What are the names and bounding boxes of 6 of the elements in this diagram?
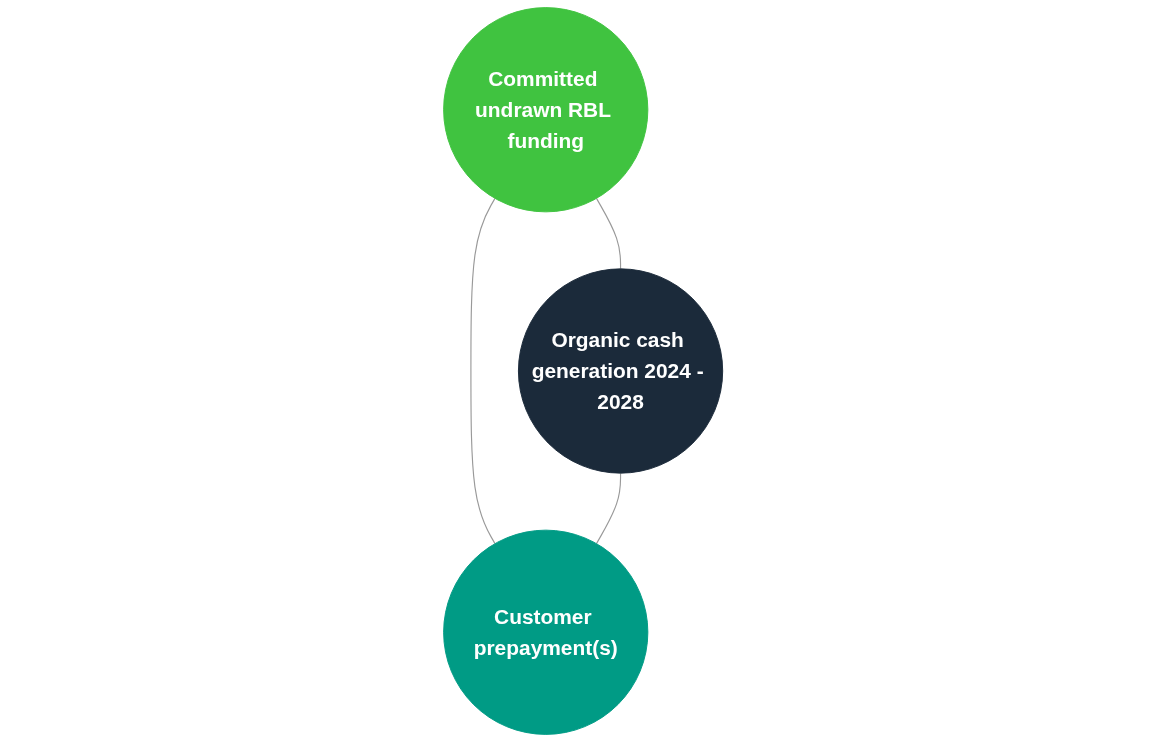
- node-circle: Committed undrawn RBL funding: [443, 7, 649, 213]
- node-circle: Organic cash generation 2024 - 2028: [517, 268, 723, 474]
- node-circle: Customer prepayment(s): [443, 529, 649, 735]
- connector: [595, 472, 621, 545]
- connector: [595, 197, 621, 270]
- connector: [470, 197, 496, 545]
